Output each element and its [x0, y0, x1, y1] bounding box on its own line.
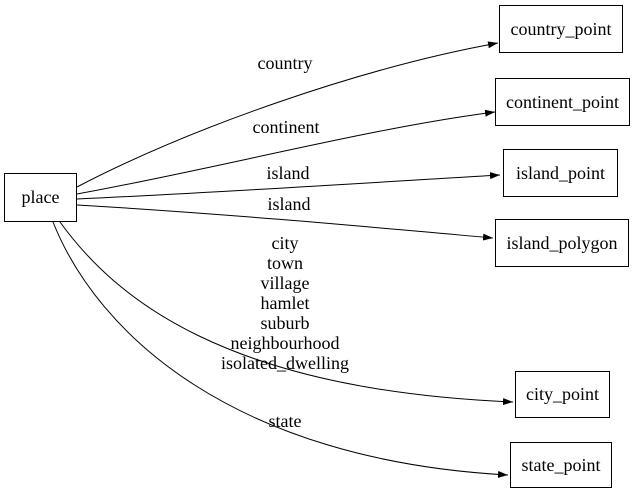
edge-label-line: city	[271, 233, 299, 253]
node-city-point: city_point	[515, 371, 610, 418]
edge-label-line: suburb	[260, 313, 310, 333]
edge-label-island-point: island	[266, 163, 310, 183]
edge-place-continent-point	[76, 109, 496, 195]
edge-label-city-types: city town village hamlet suburb neighbou…	[221, 233, 349, 373]
node-country-point: country_point	[499, 5, 623, 53]
node-state-point: state_point	[510, 442, 612, 488]
edge-label-line: village	[260, 273, 310, 293]
edge-place-state-point	[52, 221, 509, 478]
edge-place-city-point	[59, 221, 514, 406]
edge-label-continent: continent	[252, 117, 320, 137]
node-place: place	[4, 173, 77, 222]
edge-label-state: state	[268, 411, 302, 431]
edge-label-line: isolated_dwelling	[221, 353, 349, 373]
edge-label-line: town	[266, 253, 303, 273]
edge-place-country-point	[76, 41, 499, 188]
node-island-polygon: island_polygon	[495, 219, 629, 267]
node-continent-point: continent_point	[495, 78, 630, 126]
node-island-point: island_point	[503, 149, 618, 197]
edge-label-country: country	[257, 53, 313, 73]
edge-label-line: neighbourhood	[230, 333, 340, 353]
edge-place-island-point	[76, 172, 501, 200]
edge-label-island-polygon: island	[267, 194, 311, 214]
edge-place-island-polygon	[76, 204, 494, 241]
edge-label-line: hamlet	[260, 293, 310, 313]
